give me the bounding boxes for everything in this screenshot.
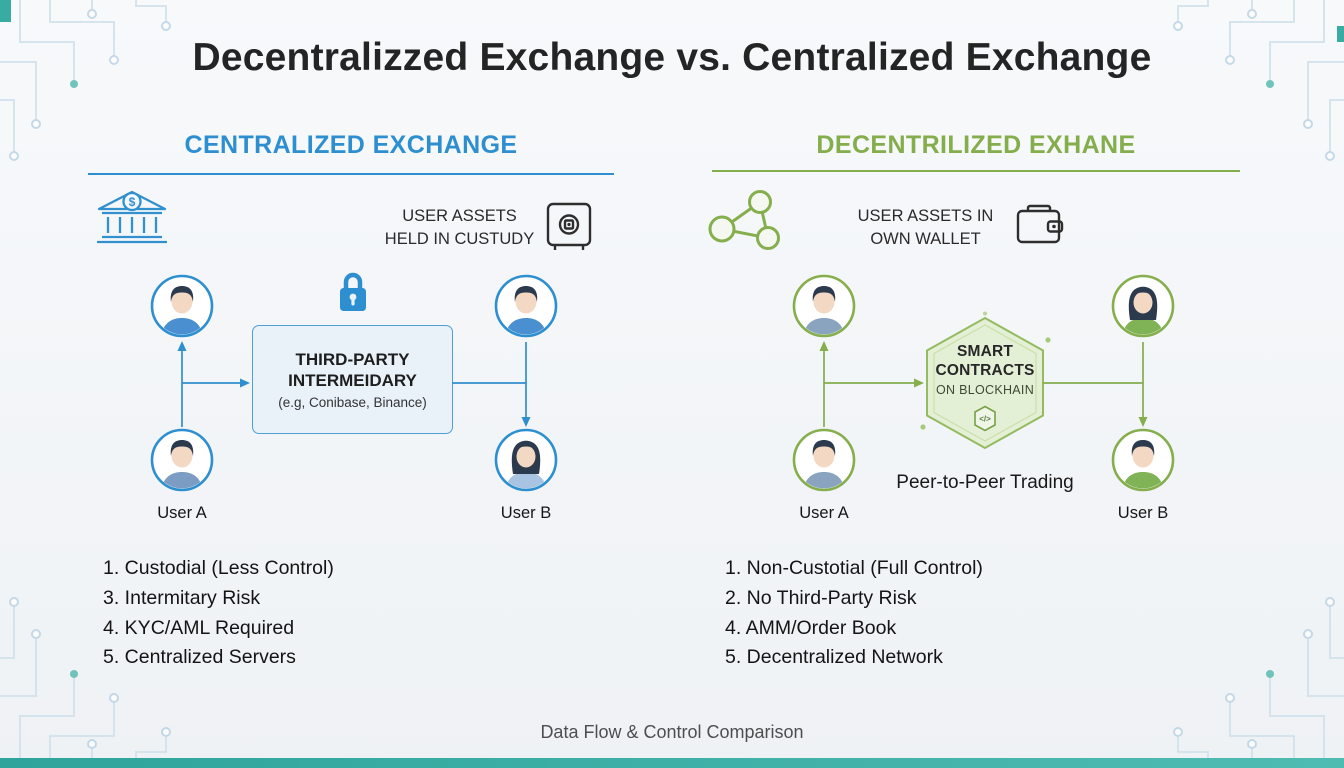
dex-heading: DECENTRILIZED EXHANE (816, 131, 1136, 159)
dex-heading-underline (712, 170, 1240, 172)
circuit-node (70, 670, 78, 678)
circuit-pattern-top-left (0, 0, 171, 161)
third-party-intermediary-box: THIRD-PARTY INTERMEIDARY (e.g, Conibase,… (252, 325, 453, 434)
circuit-pattern-top-right (1173, 0, 1344, 161)
wallet-icon (1016, 204, 1064, 244)
cex-heading-underline (88, 173, 614, 175)
cex-feature-item: 3. Intermitary Risk (103, 586, 261, 609)
cex-flow-arrows (177, 341, 531, 427)
lock-icon (340, 272, 366, 311)
cex-user-b-bottom-avatar (493, 427, 559, 493)
cex-user-a-bottom-avatar (149, 427, 215, 493)
hex-line-3: ON BLOCKHAIN (935, 383, 1035, 397)
dex-feature-item: 5. Decentralized Network (725, 646, 943, 669)
box-title-line-1: THIRD-PARTY (295, 350, 410, 369)
dex-feature-item: 2. No Third-Party Risk (725, 586, 917, 609)
dex-user-a-bottom-avatar (791, 427, 857, 493)
circuit-node (70, 80, 78, 88)
smart-contract-hexagon (920, 311, 1051, 450)
circuit-node (1266, 80, 1274, 88)
teal-edge-accent (1337, 26, 1344, 42)
dex-user-b-label: User B (1117, 504, 1169, 522)
arrowhead-up (819, 341, 829, 351)
wallet-line-1: USER ASSETS IN (857, 207, 994, 225)
arrowhead-down (1138, 417, 1148, 427)
arrowhead-right (240, 378, 250, 388)
bank-dollar-symbol: $ (129, 195, 136, 209)
dex-wallet-caption: USER ASSETS IN OWN WALLET (838, 205, 1013, 251)
cex-feature-item: 1. Custodial (Less Control) (103, 557, 334, 579)
cex-user-b-top-avatar (493, 273, 559, 339)
circuit-pattern-bottom-left (0, 597, 171, 762)
dex-feature-list: 1. Non-Custotial (Full Control) 2. No Th… (725, 554, 983, 673)
cex-user-b-label: User B (500, 504, 552, 522)
wallet-line-2: OWN WALLET (870, 230, 981, 248)
p2p-trading-label: Peer-to-Peer Trading (896, 472, 1074, 493)
code-glyph: </> (979, 415, 991, 424)
circuit-pattern-bottom-right (1173, 597, 1344, 762)
circuit-node (1266, 670, 1274, 678)
arrowhead-down (521, 417, 531, 427)
cex-feature-item: 5. Centralized Servers (103, 646, 296, 669)
dex-user-b-bottom-avatar (1110, 427, 1176, 493)
dex-user-a-top-avatar (791, 273, 857, 339)
custody-line-2: HELD IN CUSTUDY (384, 230, 535, 248)
arrowhead-up (177, 341, 187, 351)
box-subtitle: (e.g, Conibase, Binance) (278, 395, 427, 410)
code-hexagon-icon: </> (974, 405, 996, 432)
cex-custody-caption: USER ASSETS HELD IN CUSTUDY (372, 205, 547, 251)
smart-contract-text: SMART CONTRACTS ON BLOCKHAIN (915, 342, 1055, 397)
box-title-line-2: INTERMEIDARY (288, 371, 417, 390)
dex-feature-item: 4. AMM/Order Book (725, 616, 897, 639)
footer-caption: Data Flow & Control Comparison (540, 722, 804, 742)
safe-icon (546, 202, 592, 250)
dex-user-a-label: User A (799, 504, 849, 522)
cex-user-a-top-avatar (149, 273, 215, 339)
cex-feature-list: 1. Custodial (Less Control) 3. Intermita… (103, 554, 334, 673)
teal-bottom-bar (0, 758, 1344, 768)
custody-line-1: USER ASSETS (402, 207, 517, 225)
cex-user-a-label: User A (157, 504, 207, 522)
network-nodes-icon (708, 190, 780, 250)
dex-user-b-top-avatar (1110, 273, 1176, 339)
hex-line-1: SMART (956, 343, 1014, 360)
dex-feature-item: 1. Non-Custotial (Full Control) (725, 557, 983, 579)
teal-corner-accent (0, 0, 11, 22)
dex-flow-arrows (819, 341, 1148, 427)
cex-feature-item: 4. KYC/AML Required (103, 616, 295, 639)
arrowhead-right (914, 378, 924, 388)
bank-icon: $ (97, 190, 167, 244)
cex-heading: CENTRALIZED EXCHANGE (184, 131, 518, 159)
page-title: Decentralizzed Exchange vs. Centralized … (192, 36, 1152, 79)
hex-line-2: CONTRACTS (935, 362, 1035, 379)
